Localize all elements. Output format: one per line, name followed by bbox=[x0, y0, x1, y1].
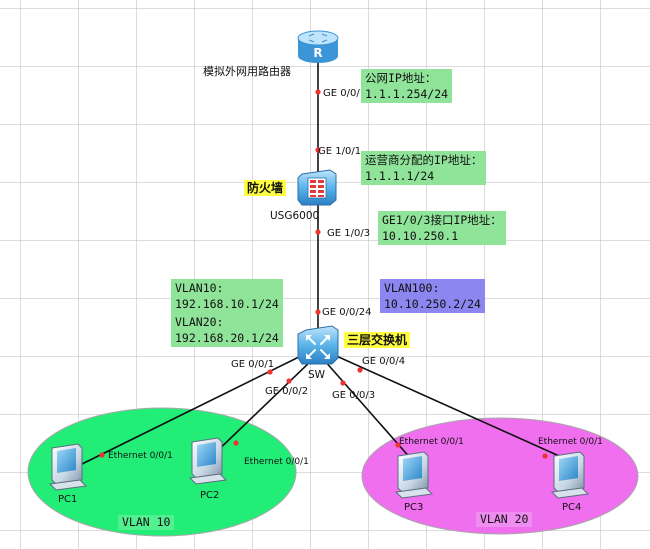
annotation-vlan100: VLAN100: 10.10.250.2/24 bbox=[380, 279, 485, 313]
port-label-sw-ge0024: GE 0/0/24 bbox=[322, 307, 372, 318]
port-label-router-ge001: GE 0/0/1 bbox=[323, 88, 367, 99]
annotation-isp-ip: 运营商分配的IP地址： 1.1.1.1/24 bbox=[361, 151, 487, 185]
port-dot-sw-ge001 bbox=[267, 369, 273, 375]
port-label-fw-ge103: GE 1/0/3 bbox=[327, 228, 371, 239]
pc1-icon[interactable] bbox=[48, 443, 88, 491]
annotation-vlan20-value: 192.168.20.1/24 bbox=[175, 331, 279, 345]
annotation-isp-ip-value: 1.1.1.1/24 bbox=[365, 169, 435, 183]
switch-label: 三层交换机 bbox=[344, 332, 411, 348]
annotation-fw-interface: GE1/0/3接口IP地址： 10.10.250.1 bbox=[378, 211, 506, 245]
pc3-label: PC3 bbox=[404, 502, 424, 513]
port-label-pc3-eth: Ethernet 0/0/1 bbox=[399, 437, 464, 447]
annotation-public-ip-title: 公网IP地址： bbox=[365, 71, 437, 85]
port-label-sw-ge001: GE 0/0/1 bbox=[231, 359, 275, 370]
router-icon-letter: R bbox=[313, 46, 322, 60]
port-dot-pc1-eth bbox=[99, 452, 105, 458]
vlan20-zone bbox=[361, 417, 639, 535]
vlan20-zone-label: VLAN 20 bbox=[476, 512, 533, 527]
annotation-fw-interface-value: 10.10.250.1 bbox=[382, 229, 459, 243]
annotation-vlan20-title: VLAN20: bbox=[175, 315, 224, 329]
firewall-label: 防火墙 bbox=[244, 180, 287, 196]
annotation-vlan10-title: VLAN10: bbox=[175, 281, 224, 295]
port-label-fw-ge101: GE 1/0/1 bbox=[318, 146, 362, 157]
port-label-sw-ge004: GE 0/0/4 bbox=[362, 356, 406, 367]
vlan10-zone-label: VLAN 10 bbox=[118, 515, 175, 530]
pc1-label: PC1 bbox=[58, 494, 78, 505]
port-label-sw-ge003: GE 0/0/3 bbox=[332, 390, 376, 401]
link-switch-pc4 bbox=[331, 353, 569, 461]
port-dot-sw-ge004 bbox=[357, 367, 363, 373]
port-dot-pc2-eth bbox=[233, 440, 239, 446]
port-label-pc1-eth: Ethernet 0/0/1 bbox=[108, 451, 173, 461]
annotation-fw-interface-title: GE1/0/3接口IP地址： bbox=[382, 213, 502, 227]
switch-name-label: SW bbox=[308, 369, 326, 381]
port-dot-pc4-eth bbox=[542, 453, 548, 459]
pc2-label: PC2 bbox=[200, 490, 220, 501]
annotation-public-ip-value: 1.1.1.254/24 bbox=[365, 87, 449, 101]
firewall-icon[interactable] bbox=[297, 169, 337, 206]
port-label-pc2-eth: Ethernet 0/0/1 bbox=[244, 457, 309, 467]
port-dot-sw-ge0024 bbox=[315, 309, 321, 315]
router-icon[interactable]: R bbox=[297, 30, 339, 63]
pc2-icon[interactable] bbox=[188, 437, 228, 485]
router-label: 模拟外网用路由器 bbox=[203, 65, 291, 78]
annotation-vlan10-value: 192.168.10.1/24 bbox=[175, 297, 279, 311]
pc3-icon[interactable] bbox=[394, 451, 434, 499]
pc4-label: PC4 bbox=[562, 502, 582, 513]
annotation-vlan100-value: 10.10.250.2/24 bbox=[384, 297, 481, 311]
firewall-model-label: USG6000 bbox=[270, 210, 320, 222]
port-dot-fw-ge103 bbox=[315, 229, 321, 235]
annotation-vlan10: VLAN10: 192.168.10.1/24 bbox=[171, 279, 283, 313]
annotation-vlan20: VLAN20: 192.168.20.1/24 bbox=[171, 313, 283, 347]
link-switch-pc2 bbox=[209, 359, 313, 459]
port-dots bbox=[99, 89, 548, 459]
annotation-public-ip: 公网IP地址： 1.1.1.254/24 bbox=[361, 69, 453, 103]
port-dot-router-ge001 bbox=[315, 89, 321, 95]
port-label-sw-ge002: GE 0/0/2 bbox=[265, 386, 309, 397]
port-dot-sw-ge002 bbox=[286, 378, 292, 384]
annotation-isp-ip-title: 运营商分配的IP地址： bbox=[365, 153, 483, 167]
pc4-icon[interactable] bbox=[550, 451, 590, 499]
switch-icon[interactable] bbox=[297, 325, 339, 365]
port-dot-sw-ge003 bbox=[340, 380, 346, 386]
port-dot-fw-ge101 bbox=[315, 147, 321, 153]
port-dot-pc3-eth bbox=[395, 442, 401, 448]
annotation-vlan100-title: VLAN100: bbox=[384, 281, 440, 295]
port-label-pc4-eth: Ethernet 0/0/1 bbox=[538, 437, 603, 447]
